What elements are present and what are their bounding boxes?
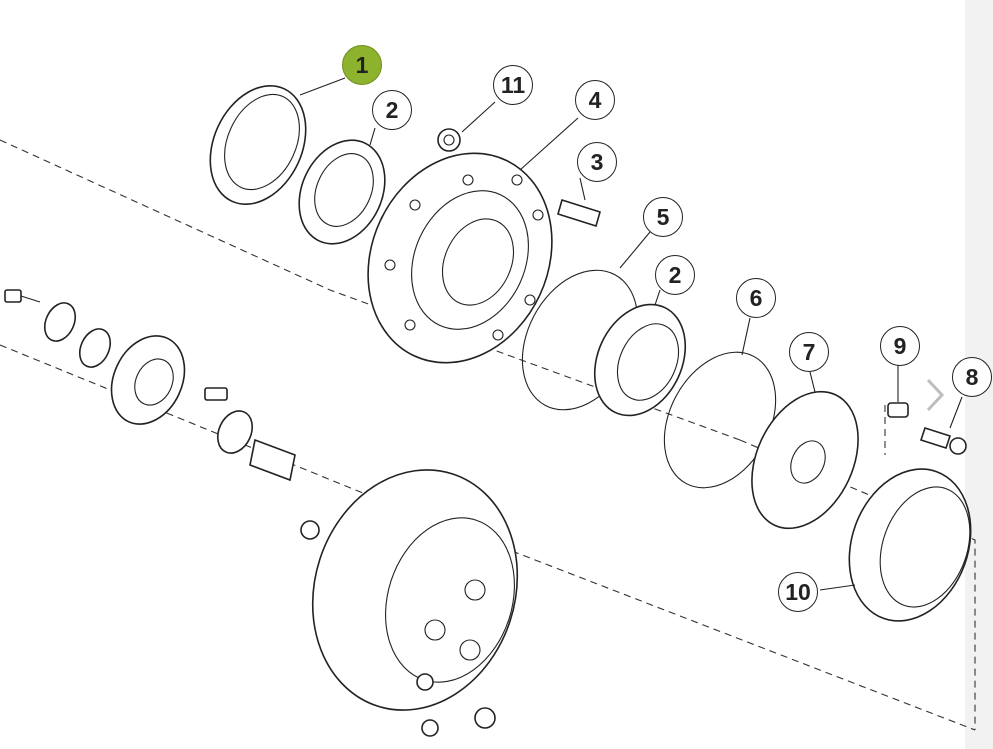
part-bearing-upper (298, 139, 386, 245)
callout-11[interactable]: 11 (493, 65, 533, 105)
part-bolt-long (919, 426, 967, 455)
chevron-right-icon[interactable] (922, 376, 948, 414)
part-lower-hub (311, 469, 519, 737)
part-bolt-small (887, 402, 909, 418)
part-stud (557, 198, 601, 228)
leader-lines (299, 77, 963, 591)
callout-4[interactable]: 4 (575, 80, 615, 120)
part-bearing-lower (593, 303, 687, 417)
callout-2-lower[interactable]: 2 (655, 255, 695, 295)
part-carrier-plate (751, 390, 859, 530)
callout-3[interactable]: 3 (577, 142, 617, 182)
callout-8[interactable]: 8 (952, 357, 992, 397)
callout-6[interactable]: 6 (736, 278, 776, 318)
part-hub (367, 152, 553, 364)
callout-5[interactable]: 5 (643, 197, 683, 237)
part-ring-gear (848, 468, 972, 622)
callout-10[interactable]: 10 (778, 572, 818, 612)
callout-1[interactable]: 1 (342, 45, 382, 85)
part-left-assembly (4, 289, 320, 540)
callout-2-upper[interactable]: 2 (372, 90, 412, 130)
part-seal (209, 85, 307, 205)
part-nut (437, 128, 461, 152)
callout-7[interactable]: 7 (789, 332, 829, 372)
callout-9[interactable]: 9 (880, 326, 920, 366)
